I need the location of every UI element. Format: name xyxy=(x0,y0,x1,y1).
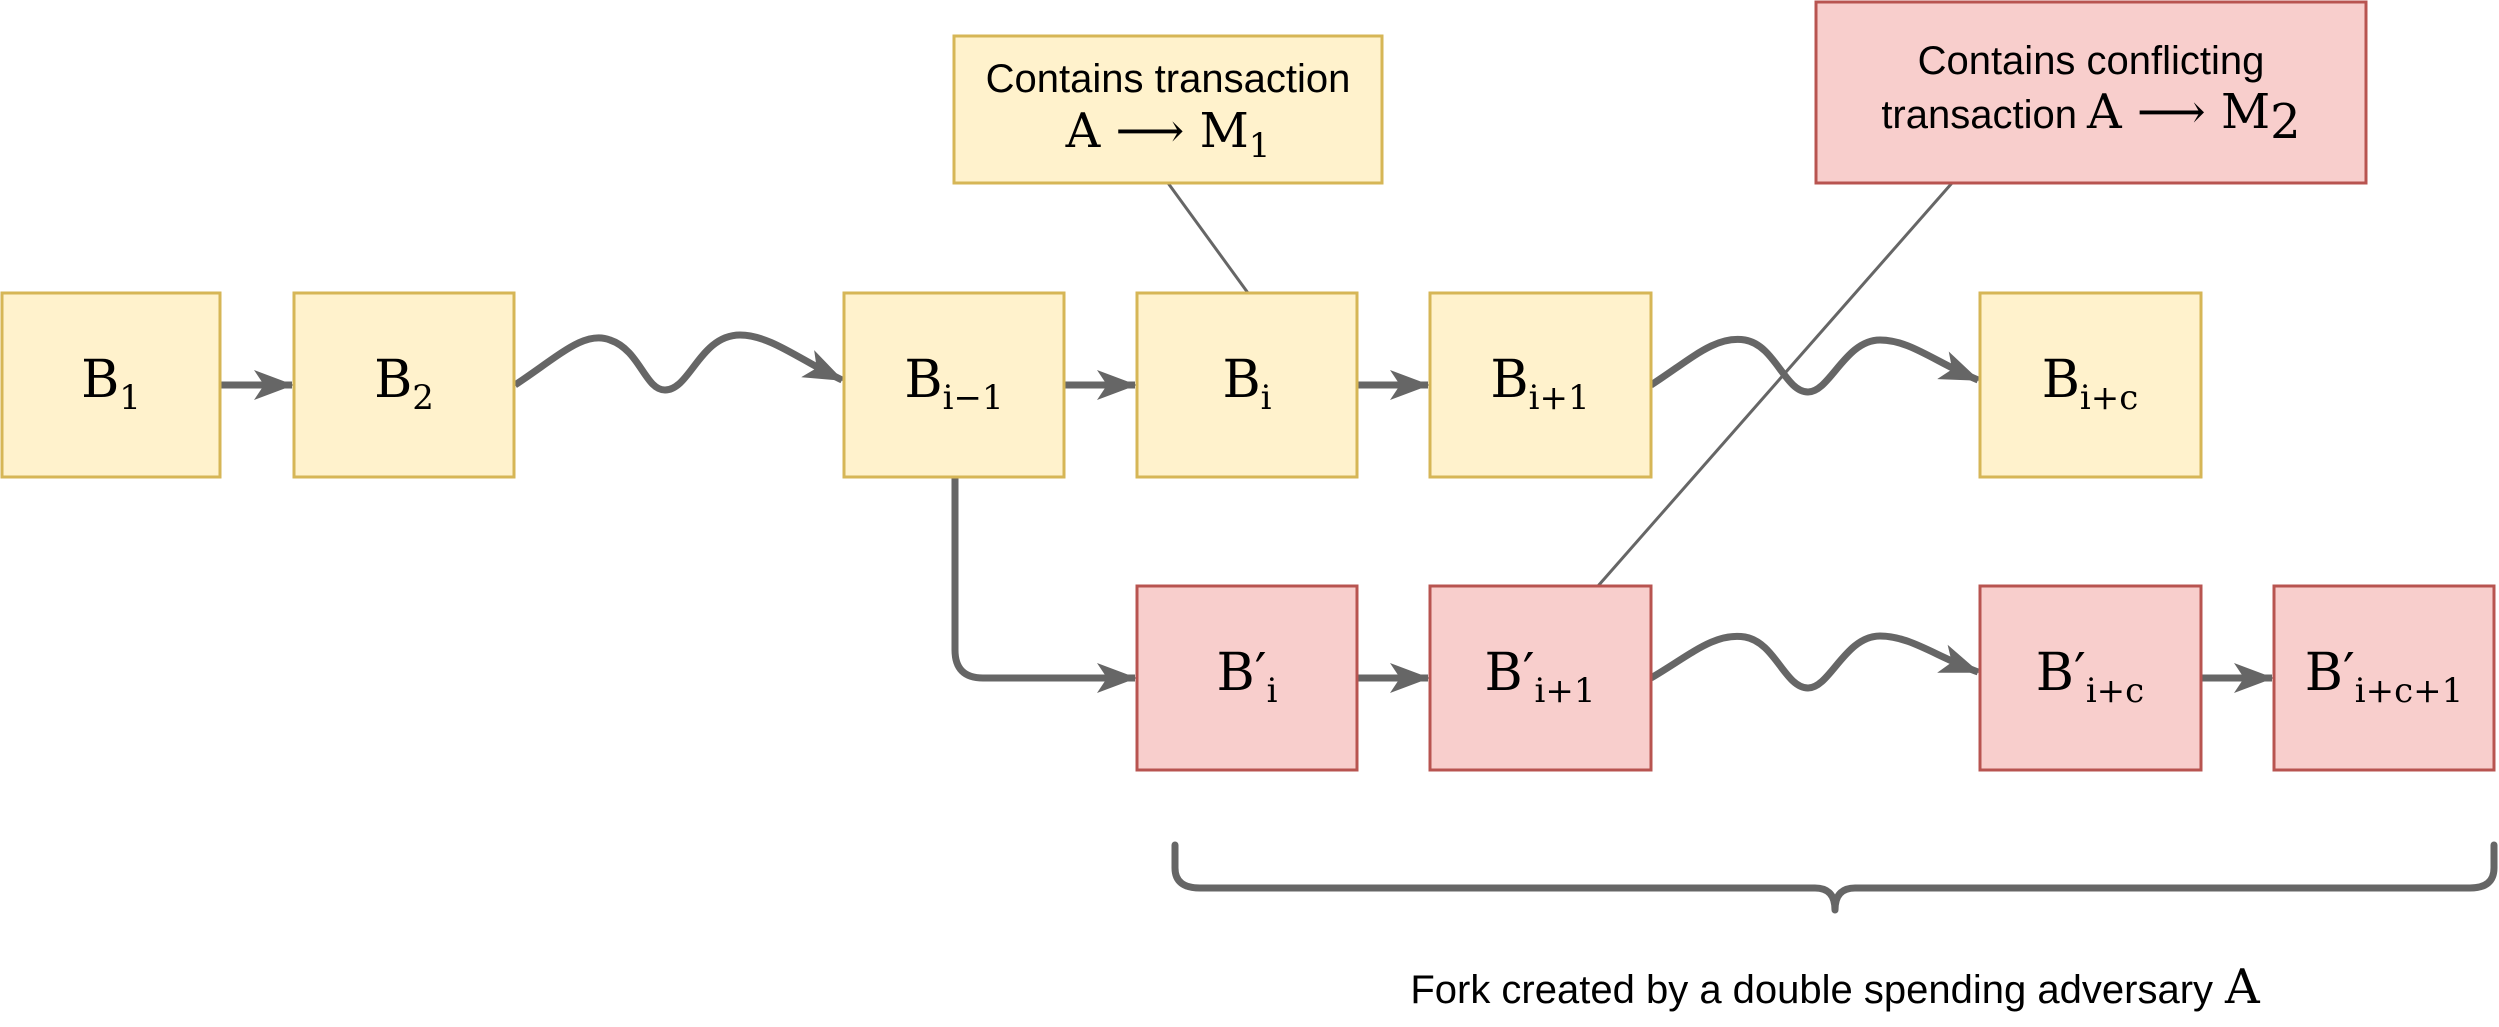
edge-bim1-fork xyxy=(951,477,1137,693)
fork-block-fic1: B′i+c+1 xyxy=(2272,584,2496,772)
fork-block-fi1: B′i+1 xyxy=(1428,584,1653,772)
fork-block-fic-label: B′i+c xyxy=(2036,643,2144,711)
edge-fi1-fic-wavy xyxy=(1649,632,1980,692)
block-bic: Bi+c xyxy=(1978,291,2203,479)
block-bi: Bi xyxy=(1135,291,1359,479)
block-b1-label: B1 xyxy=(81,350,141,418)
note-fork-line1: Contains conflicting xyxy=(1918,39,2265,83)
note-fork-rect xyxy=(1814,0,2368,185)
fork-block-fic1-rect xyxy=(2272,584,2496,772)
block-b2: B2 xyxy=(292,291,516,479)
block-bi1-label: Bi+1 xyxy=(1490,350,1589,418)
edge-b2-bim1-wavy xyxy=(513,331,844,394)
fork-caption: Fork created by a double spending advers… xyxy=(1410,959,2261,1015)
block-b2-label: B2 xyxy=(374,350,434,418)
block-bi1-rect xyxy=(1428,291,1653,479)
note-main-transaction: Contains transaction A ⟶ M1 xyxy=(952,34,1384,185)
block-b1-rect xyxy=(0,291,222,479)
callout-line-main xyxy=(1166,182,1250,294)
block-bi-rect xyxy=(1135,291,1359,479)
block-bim1-rect xyxy=(842,291,1066,479)
block-bi1: Bi+1 xyxy=(1428,291,1653,479)
block-bim1-label: Bi−1 xyxy=(904,350,1003,418)
block-bic-label: Bi+c xyxy=(2042,350,2139,418)
block-b2-rect xyxy=(292,291,516,479)
block-bi-label: Bi xyxy=(1222,350,1271,418)
note-main-rect xyxy=(952,34,1384,185)
edge-bi1-bic-wavy xyxy=(1649,335,1980,396)
fork-block-fi-label: B′i xyxy=(1217,643,1278,711)
block-bic-rect xyxy=(1978,291,2203,479)
note-main-math: A ⟶ M1 xyxy=(1065,103,1271,166)
fork-block-fi-rect xyxy=(1135,584,1359,772)
fork-curly-brace xyxy=(1171,841,2498,914)
fork-block-fic-rect xyxy=(1978,584,2203,772)
fork-block-fi1-label: B′i+1 xyxy=(1484,643,1595,711)
note-main-text: Contains transaction xyxy=(986,57,1351,101)
fork-block-fi1-rect xyxy=(1428,584,1653,772)
fork-block-fic: B′i+c xyxy=(1978,584,2203,772)
fork-block-fi: B′i xyxy=(1135,584,1359,772)
callout-line-fork xyxy=(1596,182,1954,587)
block-bim1: Bi−1 xyxy=(842,291,1066,479)
fork-block-fic1-label: B′i+c+1 xyxy=(2305,643,2464,711)
block-b1: B1 xyxy=(0,291,222,479)
